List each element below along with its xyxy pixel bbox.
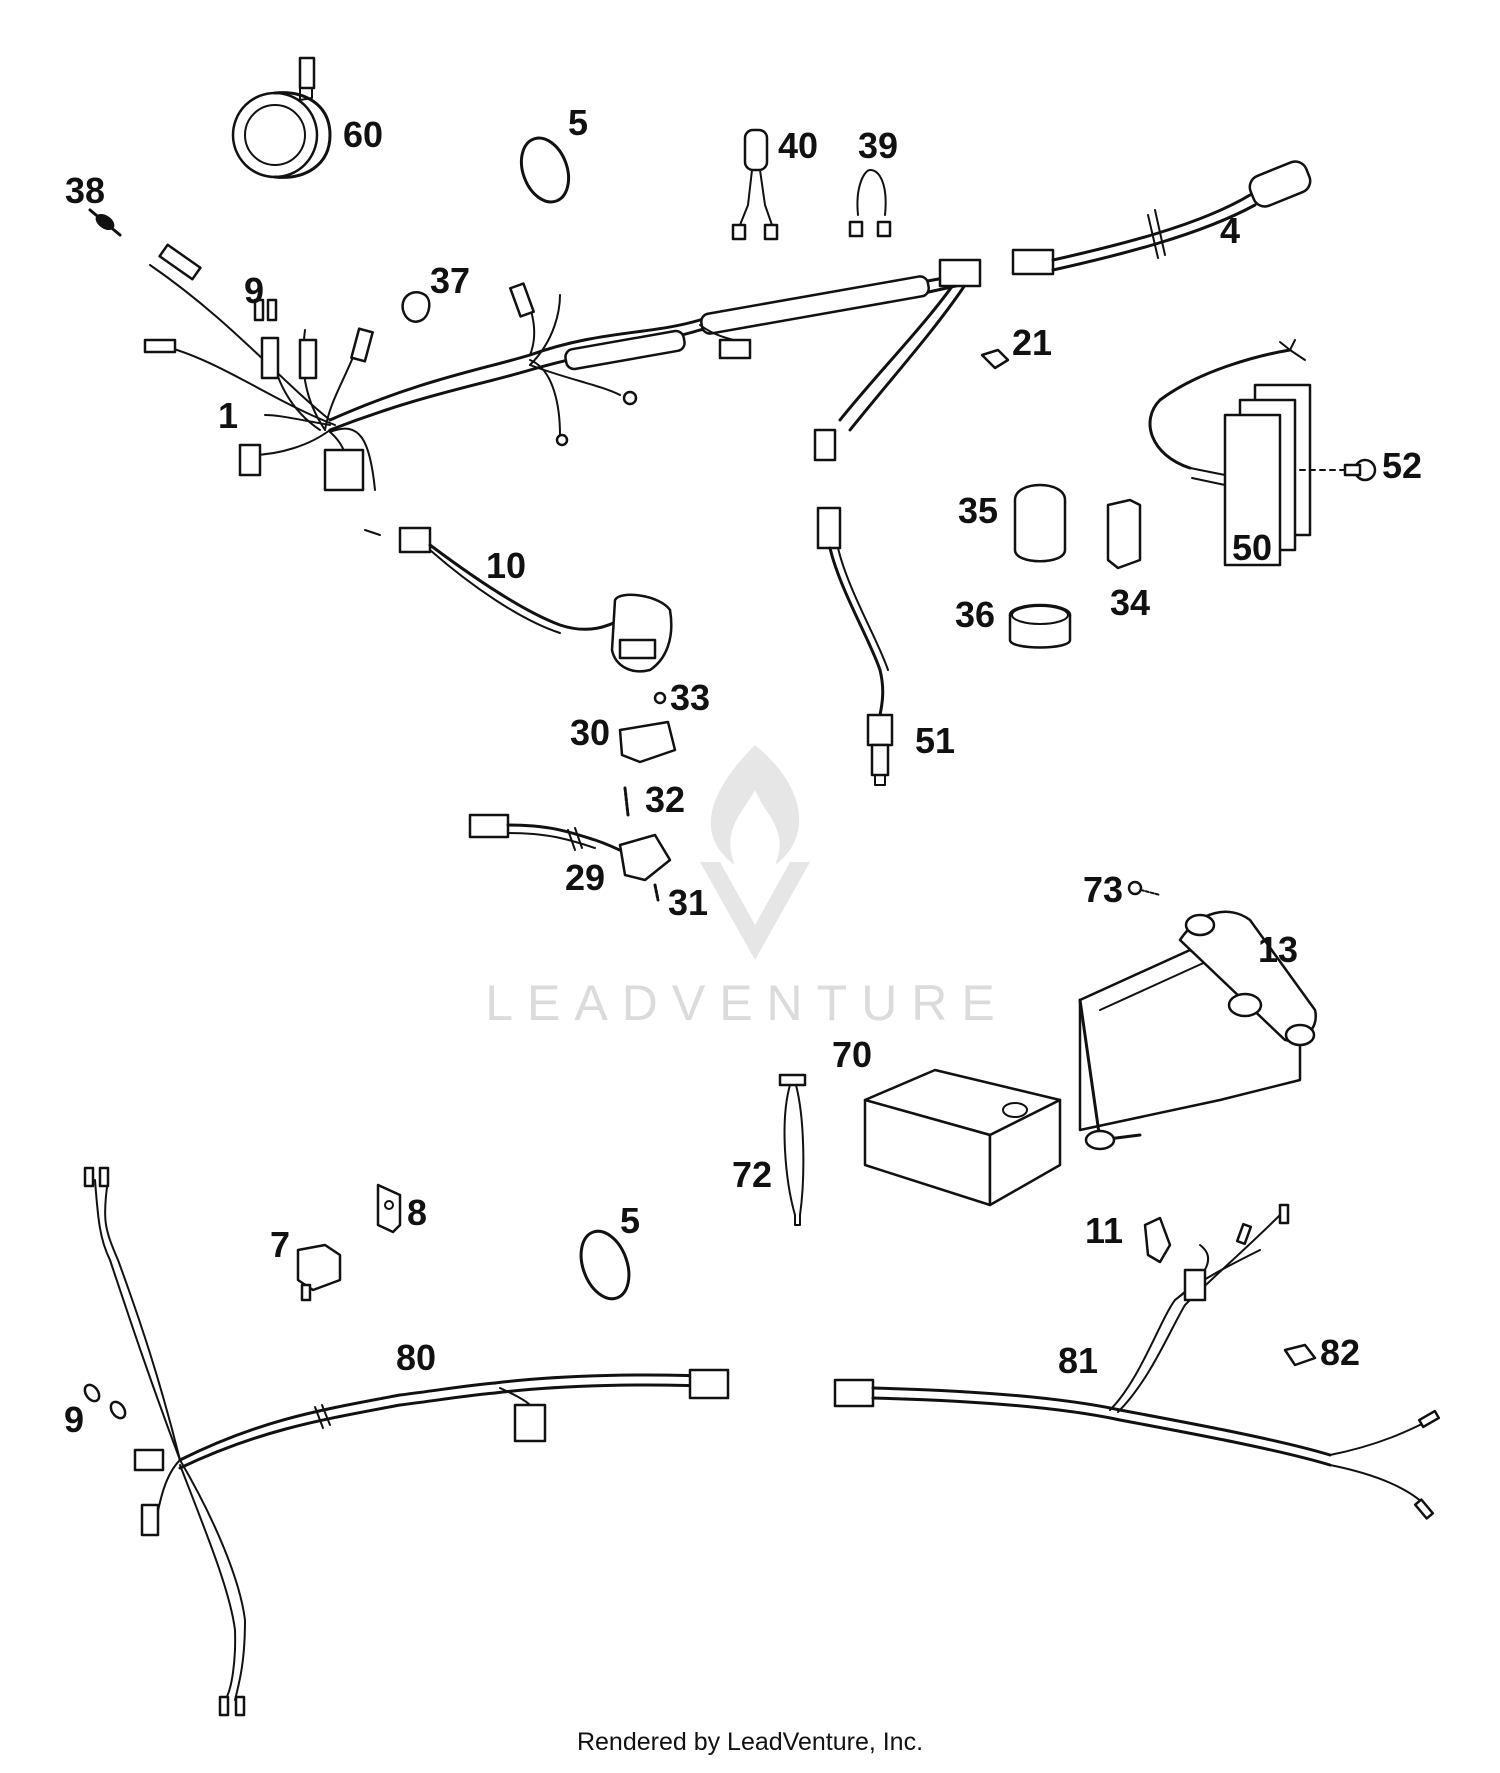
bracket-screw-drawing	[1127, 880, 1161, 896]
callout-13[interactable]: 13	[1258, 929, 1298, 970]
callout-80[interactable]: 80	[396, 1337, 436, 1378]
callout-38[interactable]: 38	[65, 170, 105, 211]
terminals-bottom-drawing	[83, 1383, 127, 1420]
footer-credit: Rendered by LeadVenture, Inc.	[576, 1728, 924, 1756]
callout-72[interactable]: 72	[732, 1154, 772, 1195]
callout-70[interactable]: 70	[832, 1034, 872, 1075]
callout-5-bottom[interactable]: 5	[620, 1200, 640, 1241]
relay-bracket-drawing	[376, 1183, 402, 1234]
callout-81[interactable]: 81	[1058, 1340, 1098, 1381]
callout-40[interactable]: 40	[778, 125, 818, 166]
callout-50[interactable]: 50	[1232, 527, 1272, 568]
temperature-sensor-drawing	[816, 506, 894, 786]
rear-harness-drawing	[83, 1166, 730, 1717]
small-switch-drawing	[1143, 1216, 1172, 1264]
callout-39[interactable]: 39	[858, 125, 898, 166]
cap-drawing	[1283, 1343, 1317, 1367]
cable-tie-bottom-drawing	[579, 1229, 631, 1301]
jumper-wire-drawing	[848, 169, 892, 238]
handlebar-switch-drawing	[364, 526, 673, 673]
main-wiring-harness-drawing	[143, 243, 982, 492]
front-harness-drawing	[833, 1203, 1441, 1520]
callout-32[interactable]: 32	[645, 779, 685, 820]
battery-bracket-drawing	[1078, 910, 1318, 1151]
callout-51[interactable]: 51	[915, 720, 955, 761]
leadventure-flame-logo	[700, 745, 810, 960]
small-screw-drawing	[653, 883, 660, 902]
callout-52[interactable]: 52	[1382, 445, 1422, 486]
callout-21[interactable]: 21	[1012, 322, 1052, 363]
battery-drawing	[863, 1068, 1062, 1207]
callout-60[interactable]: 60	[343, 114, 383, 155]
callout-8[interactable]: 8	[407, 1192, 427, 1233]
cable-tie-top-drawing	[519, 136, 571, 204]
callout-5-top[interactable]: 5	[568, 102, 588, 143]
callout-9-bottom[interactable]: 9	[64, 1399, 84, 1440]
horn-drawing	[231, 56, 332, 179]
extension-lead-drawing	[1011, 160, 1312, 276]
callout-33[interactable]: 33	[670, 677, 710, 718]
callout-9-top[interactable]: 9	[244, 270, 264, 311]
holder-drawing	[1008, 603, 1072, 649]
callout-29[interactable]: 29	[565, 857, 605, 898]
callout-36[interactable]: 36	[955, 594, 995, 635]
nut-drawing	[653, 691, 667, 705]
callout-11[interactable]: 11	[1085, 1210, 1123, 1251]
callout-1[interactable]: 1	[218, 395, 238, 436]
callout-35[interactable]: 35	[958, 490, 998, 531]
bulb-drawing	[88, 208, 122, 237]
cover-drawing	[1013, 483, 1067, 563]
part-labels: 1 4 5 5 7 8 9 9 10 11 13 21 29 30 31 32 …	[64, 102, 1422, 1440]
capacitor-drawing	[731, 128, 779, 241]
terminals-top-drawing	[253, 298, 278, 322]
watermark-text: LEADVENTURE	[485, 975, 1009, 1031]
callout-73[interactable]: 73	[1083, 869, 1123, 910]
callout-30[interactable]: 30	[570, 712, 610, 753]
sensor-drawing	[468, 813, 672, 882]
fuse-drawing	[778, 1073, 807, 1226]
callout-10[interactable]: 10	[486, 545, 526, 586]
bracket-clip-drawing	[1106, 498, 1142, 570]
callout-31[interactable]: 31	[668, 882, 708, 923]
regulator-drawing	[1148, 339, 1312, 567]
cover-plate-drawing	[618, 720, 677, 764]
watermark: LEADVENTURE	[485, 745, 1009, 1031]
callout-7[interactable]: 7	[270, 1224, 290, 1265]
long-screw-drawing	[623, 786, 630, 817]
grommet-drawing	[401, 291, 431, 323]
callout-4[interactable]: 4	[1220, 210, 1240, 251]
screw-drawing	[1299, 458, 1377, 482]
callout-34[interactable]: 34	[1110, 582, 1150, 623]
callout-82[interactable]: 82	[1320, 1332, 1360, 1373]
clip-drawing	[980, 348, 1010, 370]
relay-drawing	[296, 1243, 342, 1302]
callout-37[interactable]: 37	[430, 260, 470, 301]
